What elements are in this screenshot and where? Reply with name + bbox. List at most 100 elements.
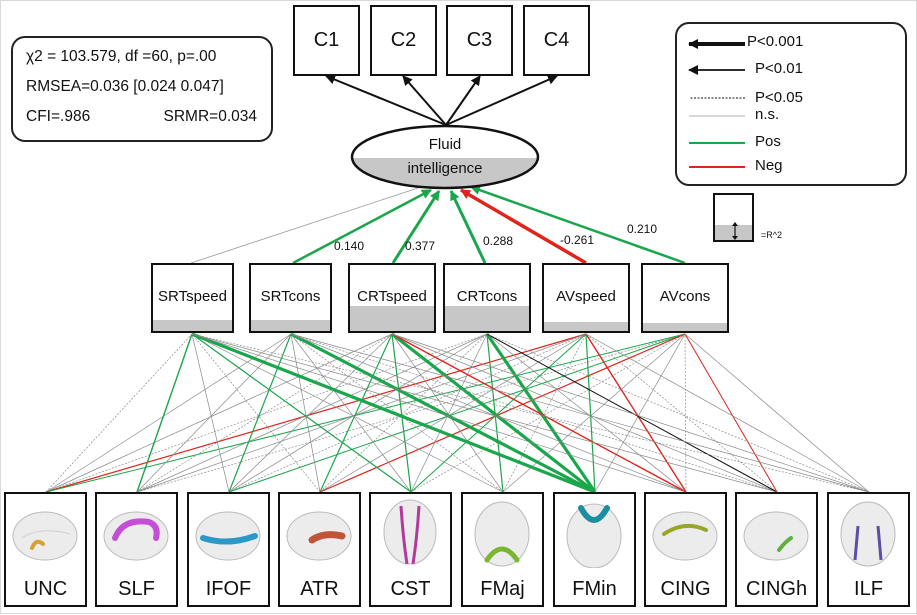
path-tract4-mid1 <box>290 333 412 493</box>
path-tract6-mid2 <box>391 332 596 494</box>
path-crtspeed-latent <box>391 190 441 264</box>
tract-slf: SLF <box>95 492 178 607</box>
fit-srmr: SRMR=0.034 <box>163 108 257 125</box>
tract-atr: ATR <box>278 492 361 607</box>
path-tract7-mid2 <box>391 333 687 493</box>
tract-ilf-label: ILF <box>854 578 883 600</box>
tract-atr-label: ATR <box>300 578 339 600</box>
indicator-c2: C2 <box>370 5 437 76</box>
brain-fmaj-icon <box>474 501 530 567</box>
path-tract0-mid4 <box>45 333 587 493</box>
path-tract9-mid0 <box>191 333 870 493</box>
path-tract4-mid5 <box>410 333 686 493</box>
path-tract4-mid2 <box>391 333 412 493</box>
path-tract2-mid5 <box>228 333 686 493</box>
path-tract7-mid3 <box>486 333 687 493</box>
tract-unc-label: UNC <box>23 578 68 600</box>
path-tract0-mid2 <box>45 333 393 493</box>
path-tract2-mid1 <box>228 333 292 493</box>
path-tract0-mid1 <box>45 333 292 493</box>
path-tract3-mid4 <box>319 333 587 493</box>
node-crtspeed: CRTspeed <box>348 263 436 333</box>
path-tract4-mid4 <box>410 333 587 493</box>
path-tract1-mid0 <box>136 333 193 493</box>
indicator-c4: C4 <box>523 5 590 76</box>
path-tract1-mid3 <box>136 333 488 493</box>
path-crtcons-latent <box>449 190 487 264</box>
legend-label-ns: n.s. <box>755 106 780 123</box>
path-tract8-mid0 <box>191 333 778 493</box>
path-srtcons-latent <box>292 188 432 265</box>
r2-legend-box <box>713 193 754 242</box>
path-tract1-mid2 <box>136 333 393 493</box>
legend-label-neg: Neg <box>755 157 783 174</box>
tract-ifof-label: IFOF <box>205 578 252 600</box>
path-tract8-mid5 <box>684 333 778 493</box>
path-latent-c3 <box>445 75 481 126</box>
brain-unc-icon <box>12 511 78 561</box>
node-crtcons: CRTcons <box>443 263 531 333</box>
path-tract3-mid1 <box>290 333 321 493</box>
brain-ifof-icon <box>195 511 261 561</box>
path-tract7-mid1 <box>290 333 687 493</box>
path-tract2-mid3 <box>228 333 488 493</box>
path-tract9-mid3 <box>486 333 870 493</box>
fit-chi-square: χ2 = 103.579, df =60, p=.00 <box>26 48 217 65</box>
path-tract5-mid5 <box>502 333 686 493</box>
r2-double-arrow-icon <box>732 222 738 240</box>
path-tract0-mid5 <box>45 333 686 493</box>
tract-slf-label: SLF <box>118 578 155 600</box>
path-tract1-mid4 <box>136 333 587 493</box>
path-tract3-mid3 <box>319 333 488 493</box>
node-avspeed-label: AVspeed <box>556 287 616 305</box>
legend-label-p005: P<0.05 <box>755 89 803 106</box>
path-srtspeed-latent <box>190 186 422 264</box>
legend-swatches <box>688 39 745 168</box>
path-tract6-mid1 <box>290 332 596 494</box>
node-crtspeed-label: CRTspeed <box>357 287 427 305</box>
path-tract4-mid3 <box>410 333 488 493</box>
path-tract8-mid3 <box>486 333 778 493</box>
path-latent-c2 <box>402 75 447 126</box>
tract-fmaj: FMaj <box>461 492 544 607</box>
path-tract3-mid0 <box>191 333 321 493</box>
path-tract0-mid3 <box>45 333 488 493</box>
path-tract8-mid4 <box>585 333 778 493</box>
path-tract5-mid4 <box>502 333 587 493</box>
indicator-c1: C1 <box>293 5 360 76</box>
coef-crtspeed: 0.377 <box>405 239 436 253</box>
path-tract3-mid5 <box>319 333 686 493</box>
node-srtcons-label: SRTcons <box>260 287 321 305</box>
brain-atr-icon <box>286 511 352 561</box>
r2-legend-label: =R^2 <box>761 230 782 240</box>
tract-fmaj-label: FMaj <box>480 578 525 600</box>
path-tract1-mid5 <box>136 333 686 493</box>
path-tract8-mid1 <box>290 333 778 493</box>
path-tract6-mid3 <box>485 333 597 493</box>
tract-cst-label: CST <box>390 578 431 600</box>
brain-cst-icon <box>383 499 437 565</box>
path-tract5-mid0 <box>191 333 504 493</box>
indicator-c3: C3 <box>446 5 513 76</box>
path-tract3-mid2 <box>319 333 393 493</box>
node-srtspeed: SRTspeed <box>151 263 234 333</box>
path-tract1-mid1 <box>136 333 292 493</box>
brain-cing-icon <box>652 511 718 561</box>
path-latent-c4 <box>445 75 558 126</box>
path-tract4-mid0 <box>191 333 412 493</box>
fit-cfi: CFI=.986 <box>26 108 91 125</box>
path-tract6-mid5 <box>594 333 686 493</box>
path-tract2-mid0 <box>191 333 230 493</box>
path-tract7-mid5 <box>684 333 687 493</box>
legend-label-pos: Pos <box>755 133 781 150</box>
path-tract0-mid0 <box>45 333 193 493</box>
brain-slf-icon <box>103 511 169 561</box>
tract-unc: UNC <box>4 492 87 607</box>
coef-crtcons: 0.288 <box>483 234 514 248</box>
tract-to-mid-paths <box>45 332 870 494</box>
node-srtcons: SRTcons <box>249 263 332 333</box>
brain-cingh-icon <box>743 511 809 561</box>
path-tract7-mid0 <box>191 333 687 493</box>
